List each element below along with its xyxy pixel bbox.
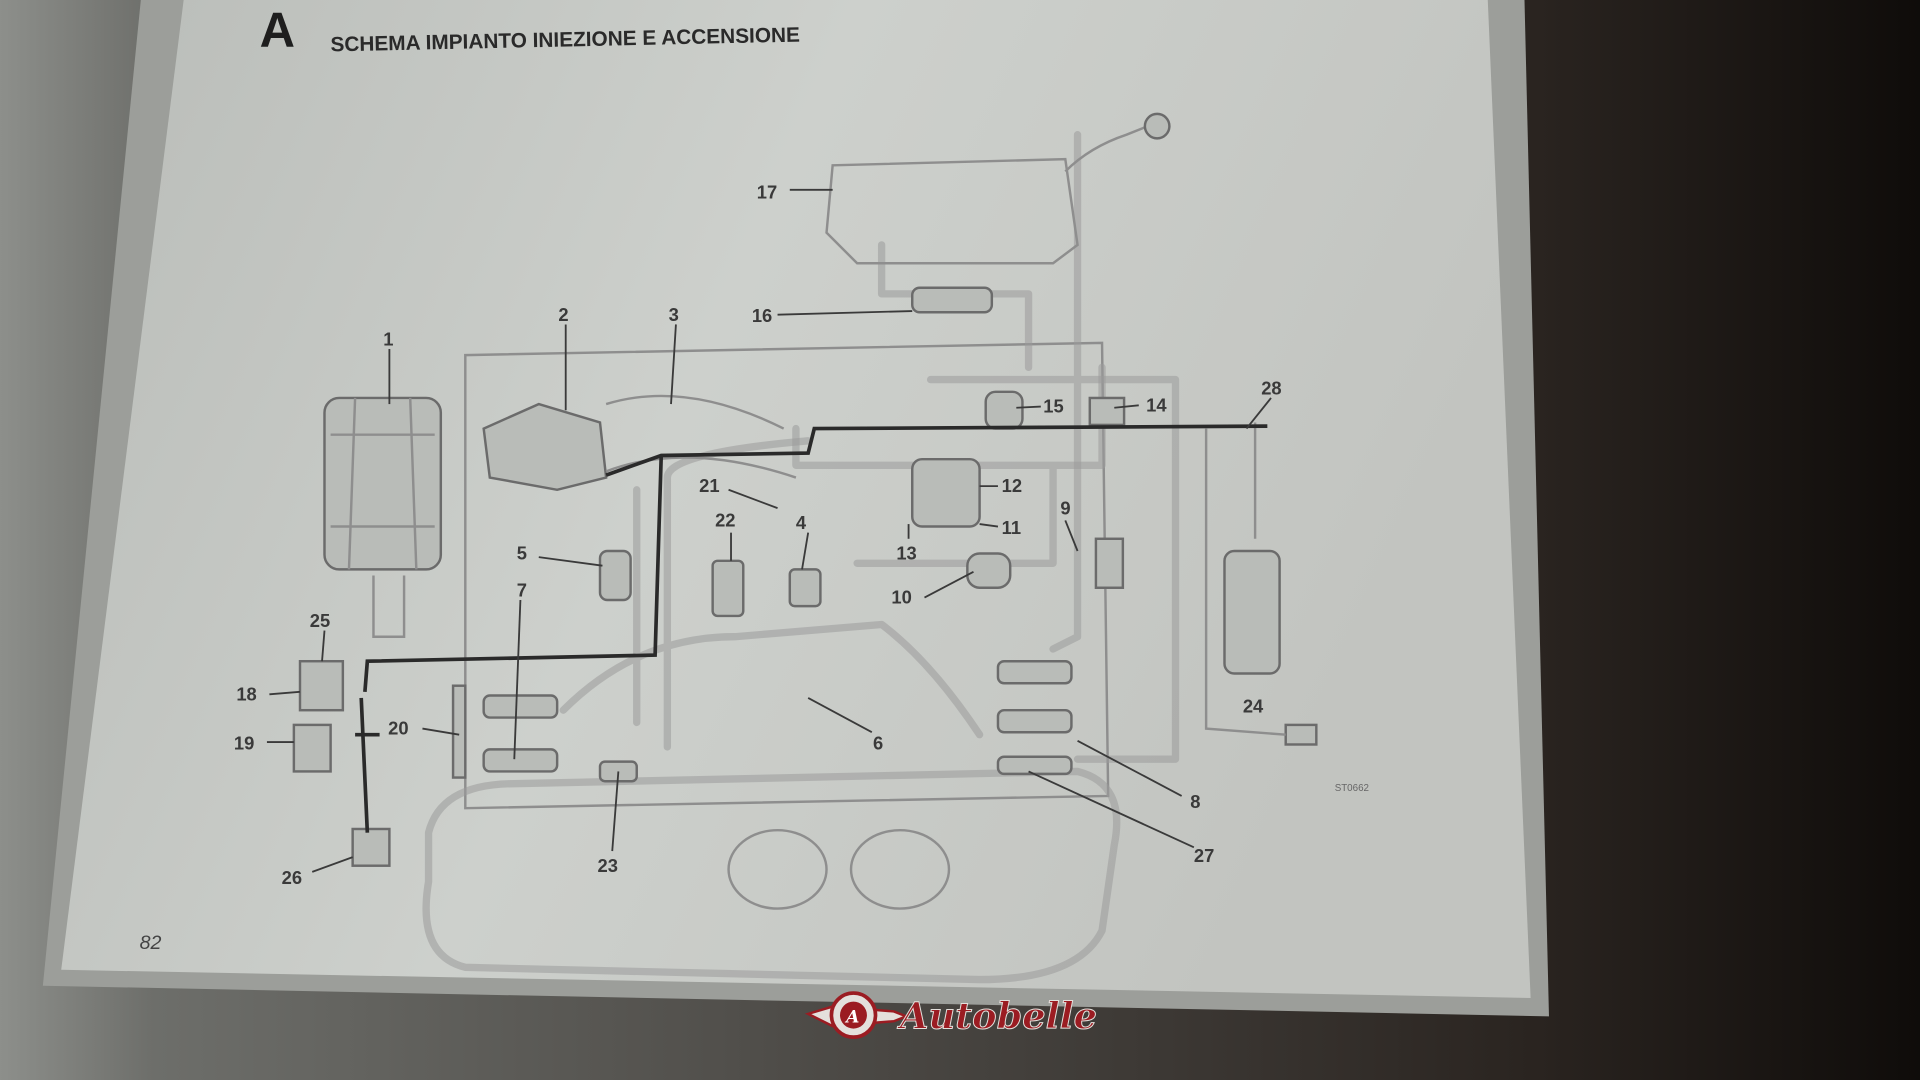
air-duct	[605, 394, 797, 479]
callout-label-7: 7	[517, 579, 527, 600]
injectors	[482, 660, 1073, 776]
callout-label-13: 13	[896, 543, 916, 564]
callout-label-6: 6	[873, 732, 883, 753]
callout-label-21: 21	[699, 475, 719, 496]
callout-label-27: 27	[1194, 845, 1214, 866]
air-filter-ribs	[330, 397, 435, 638]
page-number: 82	[140, 932, 162, 954]
air-valve	[788, 568, 822, 608]
callout-label-16: 16	[752, 305, 772, 326]
logo-letter: A	[844, 1007, 859, 1027]
control-unit	[298, 660, 345, 712]
callout-label-28: 28	[1261, 377, 1281, 398]
callout-label-11: 11	[1002, 517, 1021, 538]
idle-actuator	[911, 457, 981, 528]
callout-label-4: 4	[796, 512, 807, 533]
throttle-switch	[711, 559, 745, 618]
page-paper	[61, 0, 1531, 998]
injection-ignition-diagram	[292, 112, 1318, 984]
callout-label-25: 25	[310, 610, 330, 631]
intake-manifold	[422, 767, 1121, 984]
throttle-port-right	[849, 828, 951, 910]
filler-cap	[1143, 112, 1171, 140]
fuel-tank	[825, 157, 1079, 265]
callout-label-10: 10	[891, 587, 911, 608]
coil-wiring	[1204, 422, 1286, 736]
callout-label-1: 1	[383, 328, 393, 349]
wiring-harness	[355, 424, 1268, 833]
temperature-sensor	[1094, 537, 1125, 589]
logo-badge	[840, 1001, 867, 1029]
relay	[292, 723, 332, 773]
callout-label-22: 22	[715, 510, 735, 531]
throttle-port-left	[727, 828, 828, 910]
resistor-pack	[451, 684, 467, 779]
autobelle-watermark: A Autobelle	[804, 991, 1097, 1039]
watermark-brand: Autobelle	[897, 995, 1097, 1038]
air-flow-meter	[482, 402, 608, 492]
leader-lines	[266, 188, 1272, 873]
thermo-valve	[598, 549, 632, 602]
callout-label-20: 20	[388, 718, 408, 739]
section-letter: A	[260, 4, 295, 58]
fuse-box	[351, 827, 391, 867]
callout-label-12: 12	[1002, 475, 1022, 496]
filler-neck	[1064, 121, 1158, 173]
callout-label-26: 26	[282, 867, 302, 888]
callout-label-19: 19	[234, 732, 254, 753]
callout-label-15: 15	[1043, 396, 1063, 417]
callout-label-17: 17	[757, 181, 777, 202]
fuel-filter	[984, 390, 1024, 430]
ignition-coil	[1223, 549, 1281, 675]
callout-label-5: 5	[517, 543, 527, 564]
callout-label-23: 23	[598, 855, 618, 876]
fuel-pump	[911, 286, 994, 314]
diagnostic-connector	[1284, 723, 1318, 746]
right-circuit	[926, 131, 1180, 763]
callout-label-9: 9	[1060, 497, 1070, 518]
callout-label-18: 18	[236, 683, 256, 704]
callout-label-2: 2	[558, 304, 568, 325]
callout-label-24: 24	[1243, 696, 1264, 717]
callout-label-14: 14	[1146, 394, 1167, 415]
auxiliary-air-valve	[966, 552, 1012, 589]
pressure-regulator	[1088, 396, 1126, 427]
air-filter	[323, 396, 443, 571]
callout-label-8: 8	[1190, 791, 1200, 812]
callout-label-3: 3	[669, 304, 679, 325]
figure-code: ST0662	[1335, 783, 1369, 794]
